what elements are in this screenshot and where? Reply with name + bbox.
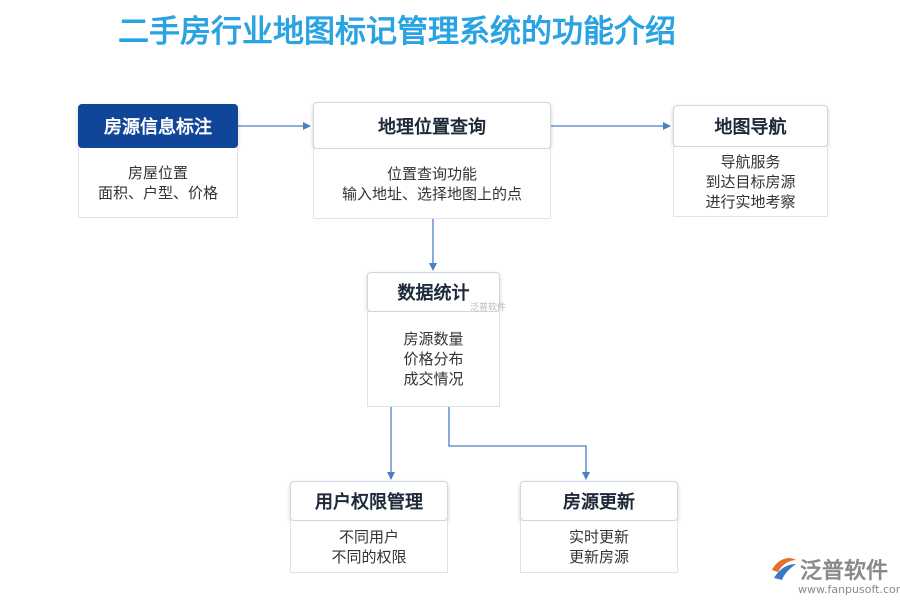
fanpu-logo-icon [772, 558, 796, 580]
node-geo-query-body: 位置查询功能 输入地址、选择地图上的点 [313, 149, 551, 219]
node-geo-query-line: 位置查询功能 [386, 164, 477, 183]
arrow-stats-to-update [448, 407, 590, 480]
node-listing-update-body: 实时更新 更新房源 [520, 521, 678, 573]
brand-logo: 泛普软件 www.fanpusoft.com [770, 552, 900, 598]
node-data-stats-line: 价格分布 [403, 350, 464, 368]
node-listing-update: 房源更新 实时更新 更新房源 [520, 481, 678, 573]
node-listing-marking-line: 房屋位置 [127, 163, 188, 182]
node-map-navigation: 地图导航 导航服务 到达目标房源 进行实地考察 [673, 105, 828, 217]
node-geo-query: 地理位置查询 位置查询功能 输入地址、选择地图上的点 [313, 102, 551, 219]
node-data-stats: 数据统计 房源数量 价格分布 成交情况 [367, 272, 500, 407]
node-map-navigation-body: 导航服务 到达目标房源 进行实地考察 [673, 147, 828, 217]
node-map-navigation-line: 进行实地考察 [705, 192, 796, 211]
node-user-permissions-body: 不同用户 不同的权限 [290, 521, 448, 573]
node-data-stats-line: 成交情况 [403, 370, 464, 388]
watermark-text: 泛普软件 [470, 303, 507, 313]
logo-name: 泛普软件 [800, 559, 889, 584]
node-user-permissions-line: 不同的权限 [331, 547, 407, 566]
node-listing-marking-body: 房屋位置 面积、户型、价格 [78, 148, 238, 218]
node-listing-update-line: 更新房源 [568, 547, 629, 566]
node-geo-query-line: 输入地址、选择地图上的点 [341, 184, 522, 203]
node-user-permissions-line: 不同用户 [338, 527, 399, 546]
node-listing-update-line: 实时更新 [568, 527, 629, 546]
node-data-stats-title: 数据统计 [367, 272, 500, 312]
page-title: 二手房行业地图标记管理系统的功能介绍 [118, 14, 676, 50]
node-geo-query-title: 地理位置查询 [313, 102, 551, 149]
node-listing-marking-line: 面积、户型、价格 [97, 183, 218, 202]
node-map-navigation-title: 地图导航 [673, 105, 828, 147]
node-map-navigation-line: 导航服务 [720, 152, 781, 171]
logo-url: www.fanpusoft.com [798, 583, 900, 596]
node-user-permissions-title: 用户权限管理 [290, 481, 448, 521]
node-map-navigation-line: 到达目标房源 [705, 172, 796, 191]
node-data-stats-line: 房源数量 [403, 330, 464, 348]
node-listing-update-title: 房源更新 [520, 481, 678, 521]
node-user-permissions: 用户权限管理 不同用户 不同的权限 [290, 481, 448, 573]
node-data-stats-body: 房源数量 价格分布 成交情况 [367, 312, 500, 407]
node-listing-marking: 房源信息标注 房屋位置 面积、户型、价格 [78, 104, 238, 218]
node-listing-marking-title: 房源信息标注 [78, 104, 238, 148]
